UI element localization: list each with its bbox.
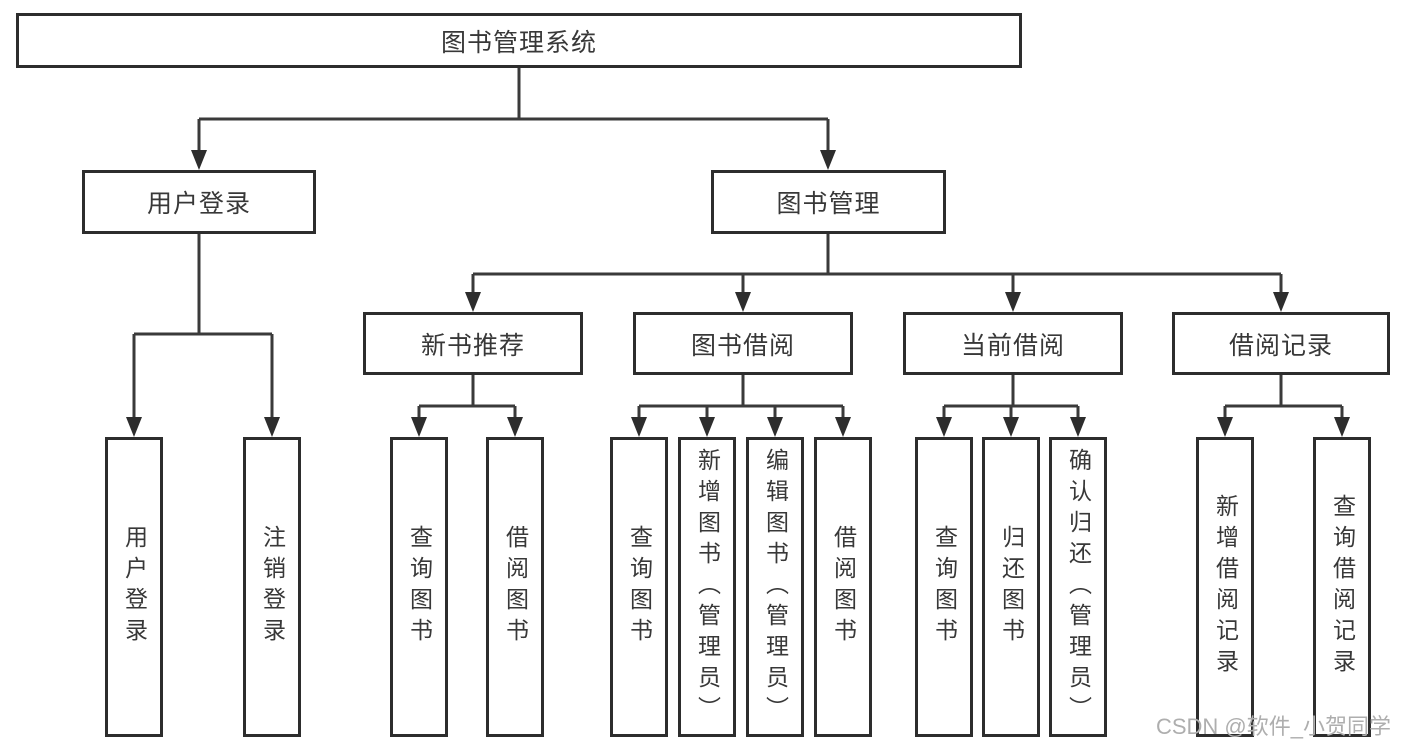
connector-user-login-to-leaves [132, 234, 274, 419]
node-label: 新书推荐 [420, 331, 525, 360]
node-label: 查询图书 [931, 525, 958, 649]
node-label: 图书管理系统 [440, 28, 597, 57]
leaf-borrow-books: 借阅图书 [814, 437, 872, 737]
node-label: 归还图书 [998, 525, 1025, 649]
node-borrow-records: 借阅记录 [1172, 312, 1390, 375]
leaf-add-book-admin: 新增图书（管理员） [678, 437, 736, 737]
leaf-confirm-return-admin: 确认归还（管理员） [1049, 437, 1107, 737]
connector-book-borrowing-to-leaves [637, 375, 845, 419]
leaf-add-borrow-record: 新增借阅记录 [1196, 437, 1254, 737]
node-book-borrowing: 图书借阅 [633, 312, 853, 375]
leaf-query-books-recommend: 查询图书 [390, 437, 448, 737]
leaf-query-borrow-record: 查询借阅记录 [1313, 437, 1371, 737]
node-new-book-recommend: 新书推荐 [363, 312, 583, 375]
leaf-user-login: 用户登录 [105, 437, 163, 737]
leaf-borrow-books-recommend: 借阅图书 [486, 437, 544, 737]
arrowhead-down [126, 150, 1350, 437]
node-label: 用户登录 [121, 525, 148, 649]
connector-lines [132, 68, 1344, 419]
node-label: 当前借阅 [960, 331, 1065, 360]
watermark: CSDN @软件_小贺同学 [1155, 714, 1391, 739]
node-label: 图书借阅 [690, 331, 795, 360]
node-label: 借阅记录 [1228, 331, 1333, 360]
leaf-query-books-borrowing: 查询图书 [610, 437, 668, 737]
node-label: 借阅图书 [502, 525, 529, 649]
leaf-logout: 注销登录 [243, 437, 301, 737]
node-library-management-system: 图书管理系统 [16, 13, 1022, 68]
node-label: 图书管理 [776, 190, 881, 218]
node-label: 查询图书 [626, 525, 653, 649]
connector-root-to-level2 [197, 68, 830, 152]
node-label: 新增借阅记录 [1212, 494, 1239, 680]
connector-new-book-recommend-to-leaves [417, 375, 517, 419]
node-label: 确认归还（管理员） [1065, 447, 1092, 727]
node-label: 编辑图书（管理员） [762, 447, 789, 727]
node-label: 借阅图书 [830, 525, 857, 649]
node-label: 新增图书（管理员） [694, 447, 721, 727]
node-label: 查询图书 [406, 525, 433, 649]
leaf-edit-book-admin: 编辑图书（管理员） [746, 437, 804, 737]
leaf-return-books: 归还图书 [982, 437, 1040, 737]
node-book-management: 图书管理 [711, 170, 946, 234]
node-user-login: 用户登录 [82, 170, 316, 234]
leaf-query-books-current: 查询图书 [915, 437, 973, 737]
node-label: 注销登录 [259, 525, 286, 649]
node-current-borrowing: 当前借阅 [903, 312, 1123, 375]
connector-current-borrowing-to-leaves [942, 375, 1080, 419]
node-label: 用户登录 [146, 190, 251, 218]
node-label: 查询借阅记录 [1329, 494, 1356, 680]
connector-borrow-records-to-leaves [1223, 375, 1344, 419]
arrowheads [126, 150, 1350, 437]
connector-book-management-to-groups [471, 234, 1283, 294]
